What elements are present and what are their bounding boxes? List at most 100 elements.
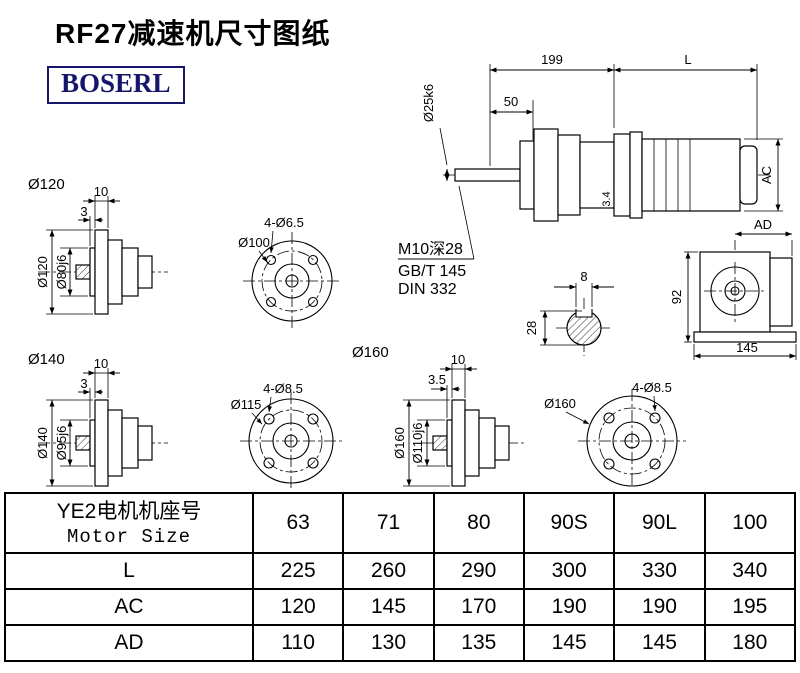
dim-145: 145 xyxy=(736,340,758,355)
flange-120-label: Ø120 xyxy=(28,176,65,193)
col-header: 80 xyxy=(432,492,525,554)
spigot-boss xyxy=(89,419,96,467)
gearbox-flange xyxy=(533,128,559,222)
flange-115-front-view: 4-Ø8.5 Ø115 xyxy=(231,381,342,488)
col-header: 100 xyxy=(703,492,797,554)
dim-10: 10 xyxy=(94,184,108,199)
table-row-AD: AD 110 130 135 145 145 180 xyxy=(4,624,797,662)
table-cell: 130 xyxy=(342,624,435,662)
dim-spigot-od: Ø80j6 xyxy=(54,255,69,290)
flange-160-drawing: Ø160 10 3.5 Ø160 Ø110j6 xyxy=(352,344,525,487)
output-side-view-drawing: AD 92 145 xyxy=(669,217,797,360)
table-cell: 195 xyxy=(703,588,797,626)
col-header: 90S xyxy=(522,492,616,554)
dim-10: 10 xyxy=(94,356,108,371)
spigot-boss xyxy=(446,419,453,467)
bolt-hole xyxy=(603,458,615,470)
diameter-callout: Ø115 xyxy=(231,397,262,412)
keyway xyxy=(575,309,593,318)
flange-outline xyxy=(248,398,334,484)
flange-140-label: Ø140 xyxy=(28,351,65,368)
shaft-end-notes: M10深28 GB/T 145 DIN 332 xyxy=(398,185,475,298)
table-row-L: L 225 260 290 300 330 340 xyxy=(4,552,797,590)
flange-plate xyxy=(451,399,466,487)
table-cell: 145 xyxy=(342,588,435,626)
table-row-AC: AC 120 145 170 190 190 195 xyxy=(4,588,797,626)
col-header: 63 xyxy=(251,492,345,554)
bolt-hole xyxy=(307,254,319,266)
shaft-stub xyxy=(432,435,448,451)
shaft-stub xyxy=(75,264,91,280)
fan-cover xyxy=(739,145,758,205)
table-cell: 120 xyxy=(251,588,345,626)
table-cell: 300 xyxy=(522,552,616,590)
flange-outline xyxy=(251,240,333,322)
table-cell: 260 xyxy=(342,552,435,590)
dim-3-5: 3.5 xyxy=(428,372,446,387)
gearbox-front-flange xyxy=(519,140,535,210)
bolt-circle xyxy=(598,407,666,475)
dim-flange-od: Ø160 xyxy=(392,427,407,459)
dim-L: L xyxy=(684,52,691,67)
gearbox-body xyxy=(579,141,615,209)
table-header-row: YE2电机机座号 Motor Size 63 71 80 90S 90L 100 xyxy=(4,492,797,554)
dim-key-width-8: 8 xyxy=(580,269,587,284)
dim-spigot-od: Ø95j6 xyxy=(54,426,69,461)
flange-100-front-view: 4-Ø6.5 Ø100 xyxy=(238,215,341,330)
table-cell: 190 xyxy=(522,588,616,626)
table-cell: 225 xyxy=(251,552,345,590)
holes-callout: 4-Ø8.5 xyxy=(632,380,672,395)
flange-plate xyxy=(94,399,109,487)
main-dimensions: 199 L 50 Ø25k6 AC 3.4 xyxy=(421,52,783,212)
flange-120-drawing: Ø120 10 3 Ø120 Ø80j6 xyxy=(28,176,168,315)
housing-rear xyxy=(769,257,793,327)
table-cell: 340 xyxy=(703,552,797,590)
diameter-callout: Ø100 xyxy=(238,235,270,250)
bolt-hole xyxy=(603,412,615,424)
bolt-hole xyxy=(265,296,277,308)
spigot-boss xyxy=(89,247,96,297)
bolt-hole xyxy=(265,254,277,266)
bolt-hole xyxy=(263,413,275,425)
table-cell: 180 xyxy=(703,624,797,662)
bolt-hole xyxy=(649,458,661,470)
motor-size-table: YE2电机机座号 Motor Size 63 71 80 90S 90L 100… xyxy=(4,492,797,662)
header-cn: YE2电机机座号 xyxy=(56,499,202,523)
col-header: 71 xyxy=(342,492,435,554)
motor-adapter xyxy=(613,133,631,217)
shaft-section-drawing: 8 28 xyxy=(524,269,614,356)
mounting-foot xyxy=(693,331,797,343)
diameter-callout: Ø160 xyxy=(544,396,576,411)
table-cell: 170 xyxy=(432,588,525,626)
table-cell: 110 xyxy=(251,624,345,662)
dim-199: 199 xyxy=(541,52,563,67)
flange-160-front-view: 4-Ø8.5 Ø160 xyxy=(544,380,686,488)
note-gbt: GB/T 145 xyxy=(398,263,466,280)
dim-flange-od: Ø120 xyxy=(35,256,50,288)
table-cell: 290 xyxy=(432,552,525,590)
main-assembly-drawing: 199 L 50 Ø25k6 AC 3.4 M10深28 GB/T 145 xyxy=(398,52,783,298)
row-label: AD xyxy=(4,624,254,662)
bolt-circle xyxy=(259,409,323,473)
motor-size-header-cell: YE2电机机座号 Motor Size xyxy=(4,492,254,554)
bolt-hole xyxy=(307,296,319,308)
dim-AD: AD xyxy=(754,217,772,232)
dim-28: 28 xyxy=(524,321,539,335)
bolt-hole xyxy=(649,412,661,424)
page-title: RF27减速机尺寸图纸 xyxy=(55,18,331,49)
holes-callout: 4-Ø6.5 xyxy=(264,215,304,230)
dim-spigot-od: Ø110j6 xyxy=(410,423,425,464)
holes-callout: 4-Ø8.5 xyxy=(263,381,303,396)
dim-shaft-diameter: Ø25k6 xyxy=(421,84,436,122)
flange-160-label: Ø160 xyxy=(352,344,389,361)
table-cell: 145 xyxy=(613,624,706,662)
shaft-stub xyxy=(75,435,91,451)
input-shaft xyxy=(454,168,521,182)
row-label: AC xyxy=(4,588,254,626)
bolt-circle xyxy=(261,250,323,312)
dim-flange-od: Ø140 xyxy=(35,427,50,459)
table-cell: 145 xyxy=(522,624,616,662)
dim-10: 10 xyxy=(451,352,465,367)
bolt-hole xyxy=(307,413,319,425)
